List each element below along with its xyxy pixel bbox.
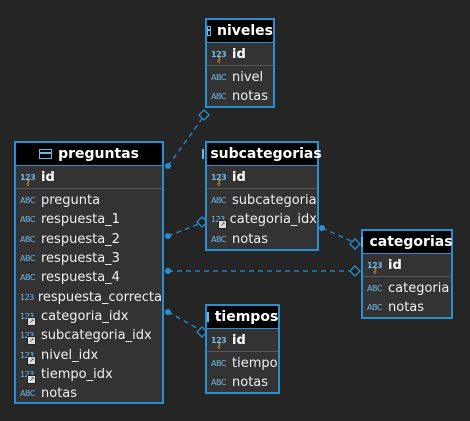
text-type-icon: ABC bbox=[20, 273, 35, 283]
link-end-dot bbox=[165, 163, 171, 169]
text-type-icon: ABC bbox=[211, 234, 226, 244]
text-type-icon: ABC bbox=[367, 284, 382, 294]
table-icon bbox=[202, 149, 205, 159]
column-row[interactable]: 123↗tiempo_idx bbox=[16, 365, 162, 384]
column-row[interactable]: 123↗nivel_idx bbox=[16, 345, 162, 365]
numeric-key-icon: 123⚷ bbox=[211, 172, 227, 187]
column-name: id bbox=[232, 46, 246, 62]
primary-key-row[interactable]: 123⚷ id bbox=[363, 254, 451, 277]
text-type-icon: ABC bbox=[367, 303, 382, 313]
entity-title: categorias bbox=[369, 234, 453, 250]
text-type-icon: ABC bbox=[211, 359, 226, 369]
link-end-dot bbox=[165, 268, 171, 274]
table-icon bbox=[207, 26, 211, 36]
text-type-icon: ABC bbox=[20, 389, 35, 399]
foreign-key-icon: 123↗ bbox=[20, 312, 38, 326]
column-name: id bbox=[232, 169, 246, 185]
column-name: id bbox=[232, 332, 246, 348]
link-end-diamond bbox=[349, 265, 361, 277]
table-icon bbox=[361, 237, 364, 247]
column-name: id bbox=[388, 257, 402, 273]
numeric-key-icon: 123⚷ bbox=[211, 335, 227, 350]
column-name: id bbox=[41, 169, 55, 185]
primary-key-row[interactable]: 123⚷ id bbox=[207, 329, 278, 352]
foreign-key-icon: 123↗ bbox=[20, 370, 38, 384]
entity-header[interactable]: categorias bbox=[361, 231, 453, 254]
column-row[interactable]: 123↗subcategoria_idx bbox=[16, 326, 162, 346]
foreign-key-icon: 123↗ bbox=[211, 215, 227, 230]
numeric-key-icon: 123⚷ bbox=[20, 172, 36, 187]
column-row[interactable]: 123↗categoria_idx bbox=[207, 210, 317, 230]
text-type-icon: ABC bbox=[20, 254, 35, 264]
entity-title: subcategorias bbox=[210, 146, 322, 162]
link-subcategorias-categorias bbox=[321, 227, 361, 246]
link-preguntas-subcategorias bbox=[167, 221, 205, 237]
foreign-key-icon: 123↗ bbox=[20, 351, 38, 365]
text-type-icon: ABC bbox=[211, 73, 226, 83]
entity-header[interactable]: subcategorias bbox=[202, 143, 322, 166]
entity-header[interactable]: niveles bbox=[207, 20, 273, 43]
link-end-dot bbox=[319, 225, 325, 231]
numeric-key-icon: 123⚷ bbox=[367, 260, 383, 275]
link-end-diamond bbox=[349, 238, 361, 250]
text-type-icon: ABC bbox=[20, 234, 35, 244]
numeric-type-icon: 123 bbox=[20, 292, 34, 302]
entity-header[interactable]: preguntas bbox=[16, 143, 162, 166]
primary-key-row[interactable]: 123⚷ id bbox=[207, 166, 317, 189]
entity-title: niveles bbox=[216, 23, 273, 39]
link-end-dot bbox=[165, 233, 171, 239]
entity-title: tiempos bbox=[214, 309, 279, 325]
numeric-key-icon: 123⚷ bbox=[211, 49, 227, 64]
text-type-icon: ABC bbox=[211, 92, 226, 102]
foreign-key-icon: 123↗ bbox=[20, 331, 38, 346]
table-icon bbox=[206, 312, 209, 322]
entity-header[interactable]: tiempos bbox=[206, 306, 279, 329]
text-type-icon: ABC bbox=[211, 378, 226, 388]
link-end-dot bbox=[165, 309, 171, 315]
text-type-icon: ABC bbox=[20, 196, 35, 206]
link-preguntas-niveles bbox=[167, 115, 205, 167]
text-type-icon: ABC bbox=[211, 196, 226, 206]
link-end-diamond bbox=[198, 109, 210, 121]
entity-title: preguntas bbox=[58, 146, 139, 162]
primary-key-row[interactable]: 123⚷ id bbox=[207, 43, 273, 66]
primary-key-row[interactable]: 123⚷ id bbox=[16, 166, 162, 189]
column-row[interactable]: 123↗categoria_idx bbox=[16, 307, 162, 326]
text-type-icon: ABC bbox=[20, 215, 35, 225]
link-preguntas-tiempos bbox=[167, 311, 205, 333]
table-icon bbox=[39, 149, 53, 159]
